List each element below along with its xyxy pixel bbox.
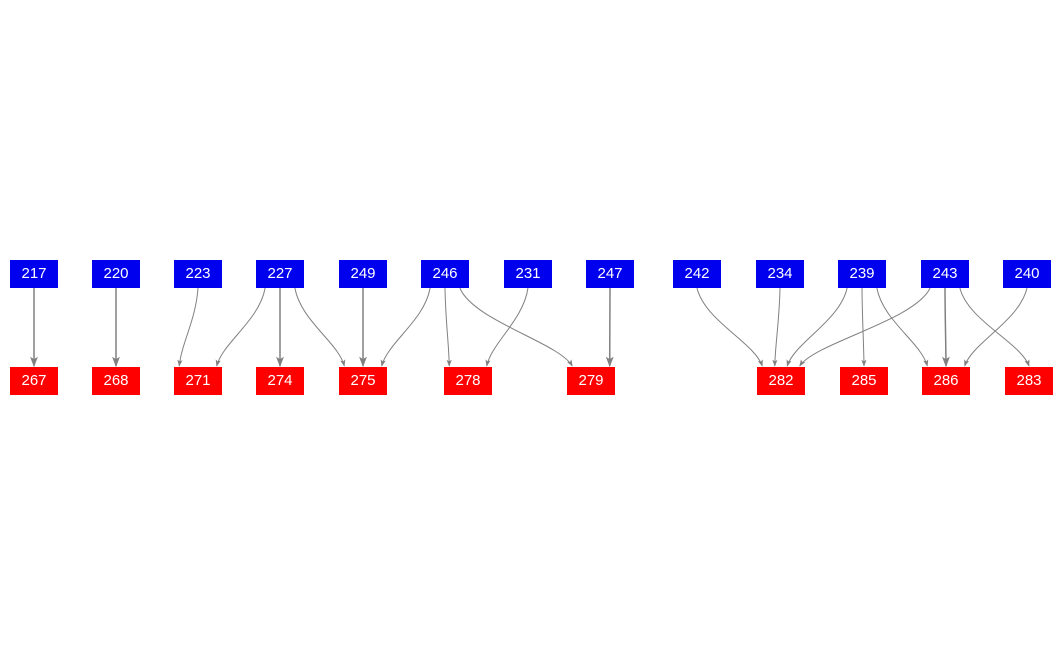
edge-243-to-286 <box>942 287 950 368</box>
node-label: 274 <box>267 371 293 389</box>
node-label: 220 <box>103 264 129 282</box>
target-node-267[interactable]: 267 <box>10 367 58 395</box>
node-label: 268 <box>103 371 129 389</box>
edge-242-to-282 <box>696 287 763 367</box>
edge-231-to-278 <box>485 287 529 367</box>
node-label: 217 <box>21 264 47 282</box>
node-label: 278 <box>455 371 481 389</box>
node-label: 242 <box>684 264 710 282</box>
node-label: 271 <box>185 371 211 389</box>
edge-223-to-271 <box>177 287 199 367</box>
node-label: 231 <box>515 264 541 282</box>
node-label: 240 <box>1014 264 1040 282</box>
edge-246-to-275 <box>380 287 431 367</box>
edge-239-to-282 <box>786 287 848 367</box>
node-label: 267 <box>21 371 47 389</box>
node-label: 239 <box>849 264 875 282</box>
node-label: 227 <box>267 264 293 282</box>
edge-239-to-286 <box>876 287 929 367</box>
source-node-239[interactable]: 239 <box>838 260 886 288</box>
node-label: 282 <box>768 371 794 389</box>
node-label: 286 <box>933 371 959 389</box>
node-label: 247 <box>597 264 623 282</box>
target-node-278[interactable]: 278 <box>444 367 492 395</box>
target-node-283[interactable]: 283 <box>1005 367 1053 395</box>
edge-227-to-271 <box>215 287 266 367</box>
source-node-246[interactable]: 246 <box>421 260 469 288</box>
source-node-223[interactable]: 223 <box>174 260 222 288</box>
source-node-242[interactable]: 242 <box>673 260 721 288</box>
node-label: 243 <box>932 264 958 282</box>
edge-243-to-283 <box>959 287 1030 367</box>
node-label: 279 <box>578 371 604 389</box>
node-label: 234 <box>767 264 793 282</box>
edge-239-to-285 <box>861 287 867 367</box>
edge-246-to-278 <box>444 287 452 367</box>
node-label: 275 <box>350 371 376 389</box>
edge-243-to-282 <box>799 287 931 367</box>
source-node-231[interactable]: 231 <box>504 260 552 288</box>
node-label: 249 <box>350 264 376 282</box>
node-label: 246 <box>432 264 458 282</box>
edge-234-to-282 <box>772 287 781 367</box>
target-node-275[interactable]: 275 <box>339 367 387 395</box>
edge-227-to-275 <box>294 287 346 367</box>
target-node-279[interactable]: 279 <box>567 367 615 395</box>
source-node-217[interactable]: 217 <box>10 260 58 288</box>
target-node-282[interactable]: 282 <box>757 367 805 395</box>
target-node-271[interactable]: 271 <box>174 367 222 395</box>
source-node-240[interactable]: 240 <box>1003 260 1051 288</box>
source-node-247[interactable]: 247 <box>586 260 634 288</box>
source-node-227[interactable]: 227 <box>256 260 304 288</box>
target-node-286[interactable]: 286 <box>922 367 970 395</box>
edge-240-to-286 <box>964 287 1028 367</box>
source-node-220[interactable]: 220 <box>92 260 140 288</box>
target-node-285[interactable]: 285 <box>840 367 888 395</box>
target-node-274[interactable]: 274 <box>256 367 304 395</box>
edge-246-to-279 <box>459 287 573 367</box>
source-node-249[interactable]: 249 <box>339 260 387 288</box>
node-label: 283 <box>1016 371 1042 389</box>
target-node-268[interactable]: 268 <box>92 367 140 395</box>
source-node-234[interactable]: 234 <box>756 260 804 288</box>
node-label: 223 <box>185 264 211 282</box>
source-node-243[interactable]: 243 <box>921 260 969 288</box>
node-label: 285 <box>851 371 877 389</box>
